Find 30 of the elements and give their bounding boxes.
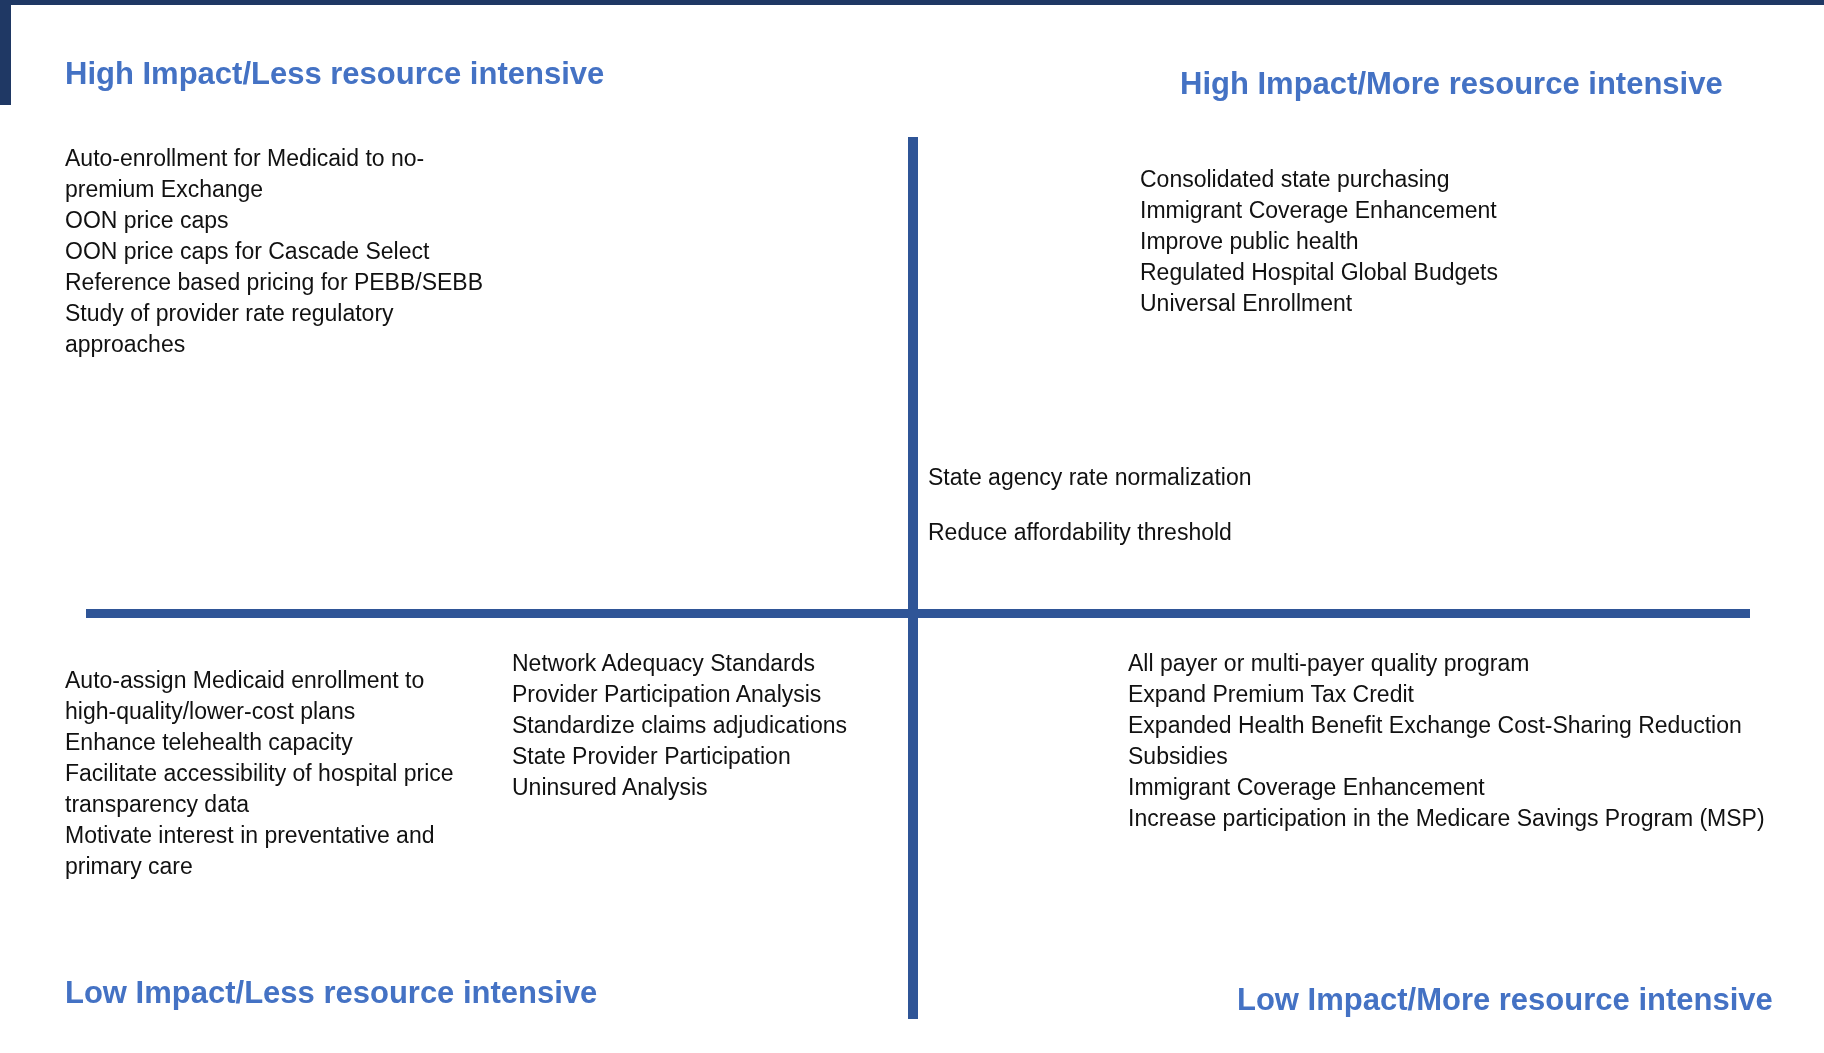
- list-item: Immigrant Coverage Enhancement: [1140, 196, 1498, 225]
- list-item: Universal Enrollment: [1140, 289, 1354, 318]
- list-item: Study of provider rate regulatory approaches: [65, 299, 395, 359]
- quadrant-heading: Low Impact/Less resource intensive: [65, 975, 598, 1011]
- list-item: Consolidated state purchasing: [1140, 165, 1451, 194]
- list-item: OON price caps: [65, 206, 230, 235]
- list-item: Network Adequacy Standards: [512, 649, 816, 678]
- list-item: State agency rate normalization: [928, 463, 1253, 492]
- list-item: Facilitate accessibility of hospital price transparency data: [65, 759, 455, 819]
- quadrant-heading: High Impact/More resource intensive: [1180, 66, 1723, 102]
- list-item: Improve public health: [1140, 227, 1360, 256]
- list-item: Regulated Hospital Global Budgets: [1140, 258, 1499, 287]
- list-item: Reduce affordability threshold: [928, 518, 1233, 547]
- quadrant-heading: High Impact/Less resource intensive: [65, 56, 605, 92]
- list-item: OON price caps for Cascade Select: [65, 237, 431, 266]
- list-item: Uninsured Analysis: [512, 773, 709, 802]
- list-item: All payer or multi-payer quality program: [1128, 649, 1531, 678]
- list-item: Auto-assign Medicaid enrollment to high-quality/lower-cost plans: [65, 666, 426, 726]
- list-item: Enhance telehealth capacity: [65, 728, 354, 757]
- list-item: Auto-enrollment for Medicaid to no-premium Exchange: [65, 144, 426, 204]
- list-item: Expand Premium Tax Credit: [1128, 680, 1415, 709]
- list-item: Expanded Health Benefit Exchange Cost-Sharing Reduction Subsidies: [1128, 711, 1743, 771]
- list-item: Immigrant Coverage Enhancement: [1128, 773, 1486, 802]
- list-item: Increase participation in the Medicare Savings Program (MSP): [1128, 804, 1766, 833]
- quadrant-heading: Low Impact/More resource intensive: [1237, 982, 1773, 1018]
- list-item: Motivate interest in preventative and primary care: [65, 821, 436, 881]
- list-item: Standardize claims adjudications: [512, 711, 848, 740]
- list-item: Reference based pricing for PEBB/SEBB: [65, 268, 485, 297]
- list-item: Provider Participation Analysis: [512, 680, 823, 709]
- list-item: State Provider Participation: [512, 742, 792, 771]
